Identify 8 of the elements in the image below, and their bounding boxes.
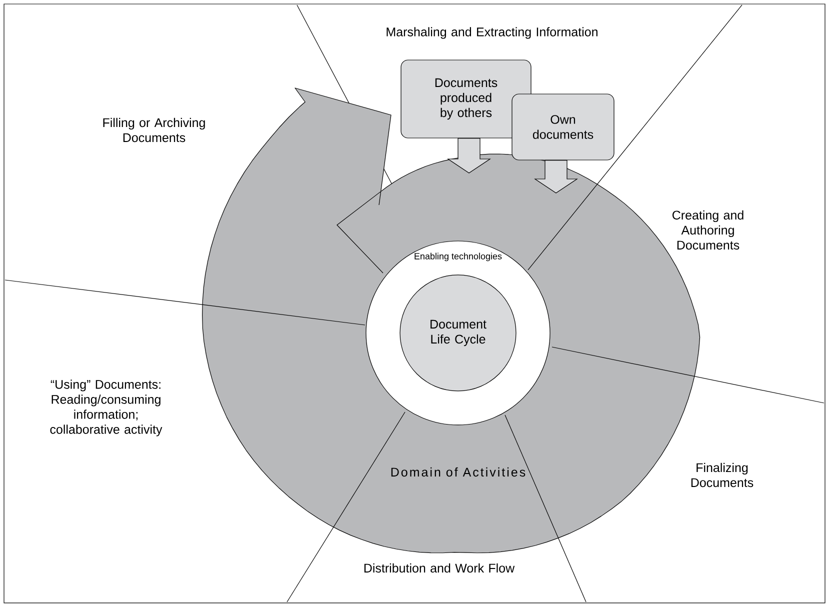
block-arrow <box>534 160 578 194</box>
region-label: Marshaling and Extracting Information <box>386 27 598 39</box>
block-arrow <box>447 138 491 174</box>
document-box: Own documents <box>512 94 614 160</box>
region-label: Filling or Archiving Documents <box>103 118 205 142</box>
document-box: Documents produced by others <box>400 60 532 138</box>
region-label: “Using” Documents: Reading/consuming information; collaborative activity <box>50 380 162 436</box>
region-label: Distribution and Work Flow <box>364 563 515 573</box>
